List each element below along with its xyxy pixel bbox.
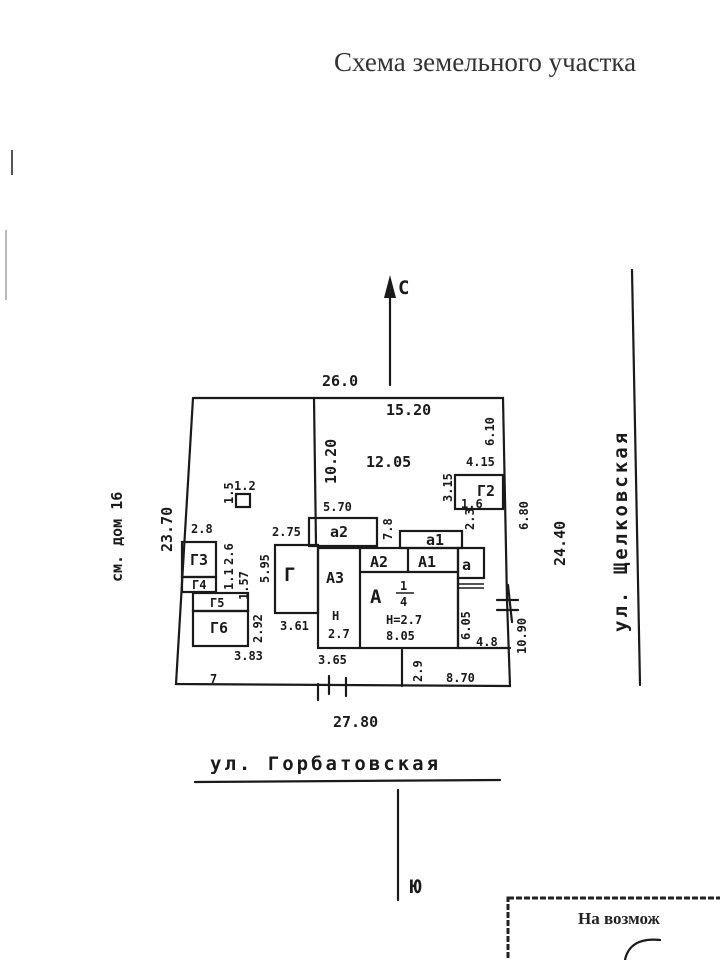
bottom-street-line [193,778,502,784]
dim-2-9: 2.9 [411,660,425,682]
scheme-title: Схема земельного участка [334,47,636,77]
neighbor-label: см. дом 16 [108,492,126,582]
dim-1-2: 1.2 [234,479,256,493]
stamp-handwriting [623,938,662,960]
small-structure [234,492,252,509]
room-A3-h: Н [332,609,339,623]
partition-line [312,396,318,547]
dim-1-1: 1.1 [222,568,236,590]
building-G6 [191,609,250,648]
dim-8-70: 8.70 [446,671,475,685]
room-G2: Г2 [477,482,495,500]
room-A-h: Н=2.7 [386,613,422,627]
dim-2-6: 2.6 [222,543,236,565]
dim-6-10: 6.10 [483,417,497,446]
dim-6-80: 6.80 [517,501,531,530]
dim-7: 7 [210,672,217,686]
bottom-street-name: ул. Горбатовская [210,753,441,775]
room-G6: Г6 [210,619,228,637]
dim-right: 24.40 [551,521,569,566]
room-G: Г [284,564,295,586]
gate-mark [506,583,514,624]
building-a1 [398,529,464,550]
dim-7-8: 7.8 [381,518,395,540]
plot-boundary [174,396,512,688]
dim-10-20: 10.20 [322,439,340,484]
right-street-name: ул. Щелковская [610,430,632,632]
dim-1-57: 1.57 [237,571,251,600]
dim-4-8: 4.8 [476,635,498,649]
dim-3-15: 3.15 [441,473,455,502]
dim-2-92: 2.92 [251,614,265,643]
room-a2: а2 [330,523,348,541]
room-A2: А2 [370,553,388,571]
dim-15-20: 15.20 [386,401,431,419]
room-A: А [370,586,382,608]
building-G2 [453,473,505,511]
dim-bottom: 27.80 [333,713,378,731]
dim-left: 23.70 [158,507,176,552]
dim-4-15: 4.15 [466,455,495,469]
room-a1: а1 [426,531,444,549]
room-a: а [462,556,471,574]
right-street-line [630,268,642,687]
dim-6-05: 6.05 [459,611,473,640]
dim-2-3: 2.3 [463,508,477,530]
stamp-text: На возмож [578,909,661,928]
room-A-width: 8.05 [386,629,415,643]
room-A-fraction-num: 1 [400,579,407,593]
north-label: С [398,277,409,299]
room-A3: А3 [326,569,344,587]
dim-10-90: 10.90 [515,618,529,654]
building-a [456,546,486,580]
building-G [273,543,320,615]
dim-top: 26.0 [322,372,358,390]
dim-3-83: 3.83 [234,649,263,663]
dim-12-05: 12.05 [366,453,411,471]
room-G3: Г3 [190,551,208,569]
dim-1-6: 1.6 [461,497,483,511]
dim-2-75: 2.75 [272,525,301,539]
dim-5-70: 5.70 [323,500,352,514]
dim-1-5: 1.5 [222,482,236,504]
dim-5-95: 5.95 [258,554,272,583]
room-G5: Г5 [210,596,224,610]
dim-3-61: 3.61 [280,619,309,633]
building-a2 [307,516,379,548]
south-label: Ю [410,876,422,898]
room-G4: Г4 [192,578,206,592]
north-arrow-icon [384,275,396,298]
stamp-frame [506,896,720,960]
room-A1: А1 [418,553,436,571]
dim-2-8: 2.8 [191,522,213,536]
room-A-fraction-den: 4 [400,595,407,609]
dim-3-65: 3.65 [318,653,347,667]
room-A3-h-val: 2.7 [328,627,350,641]
